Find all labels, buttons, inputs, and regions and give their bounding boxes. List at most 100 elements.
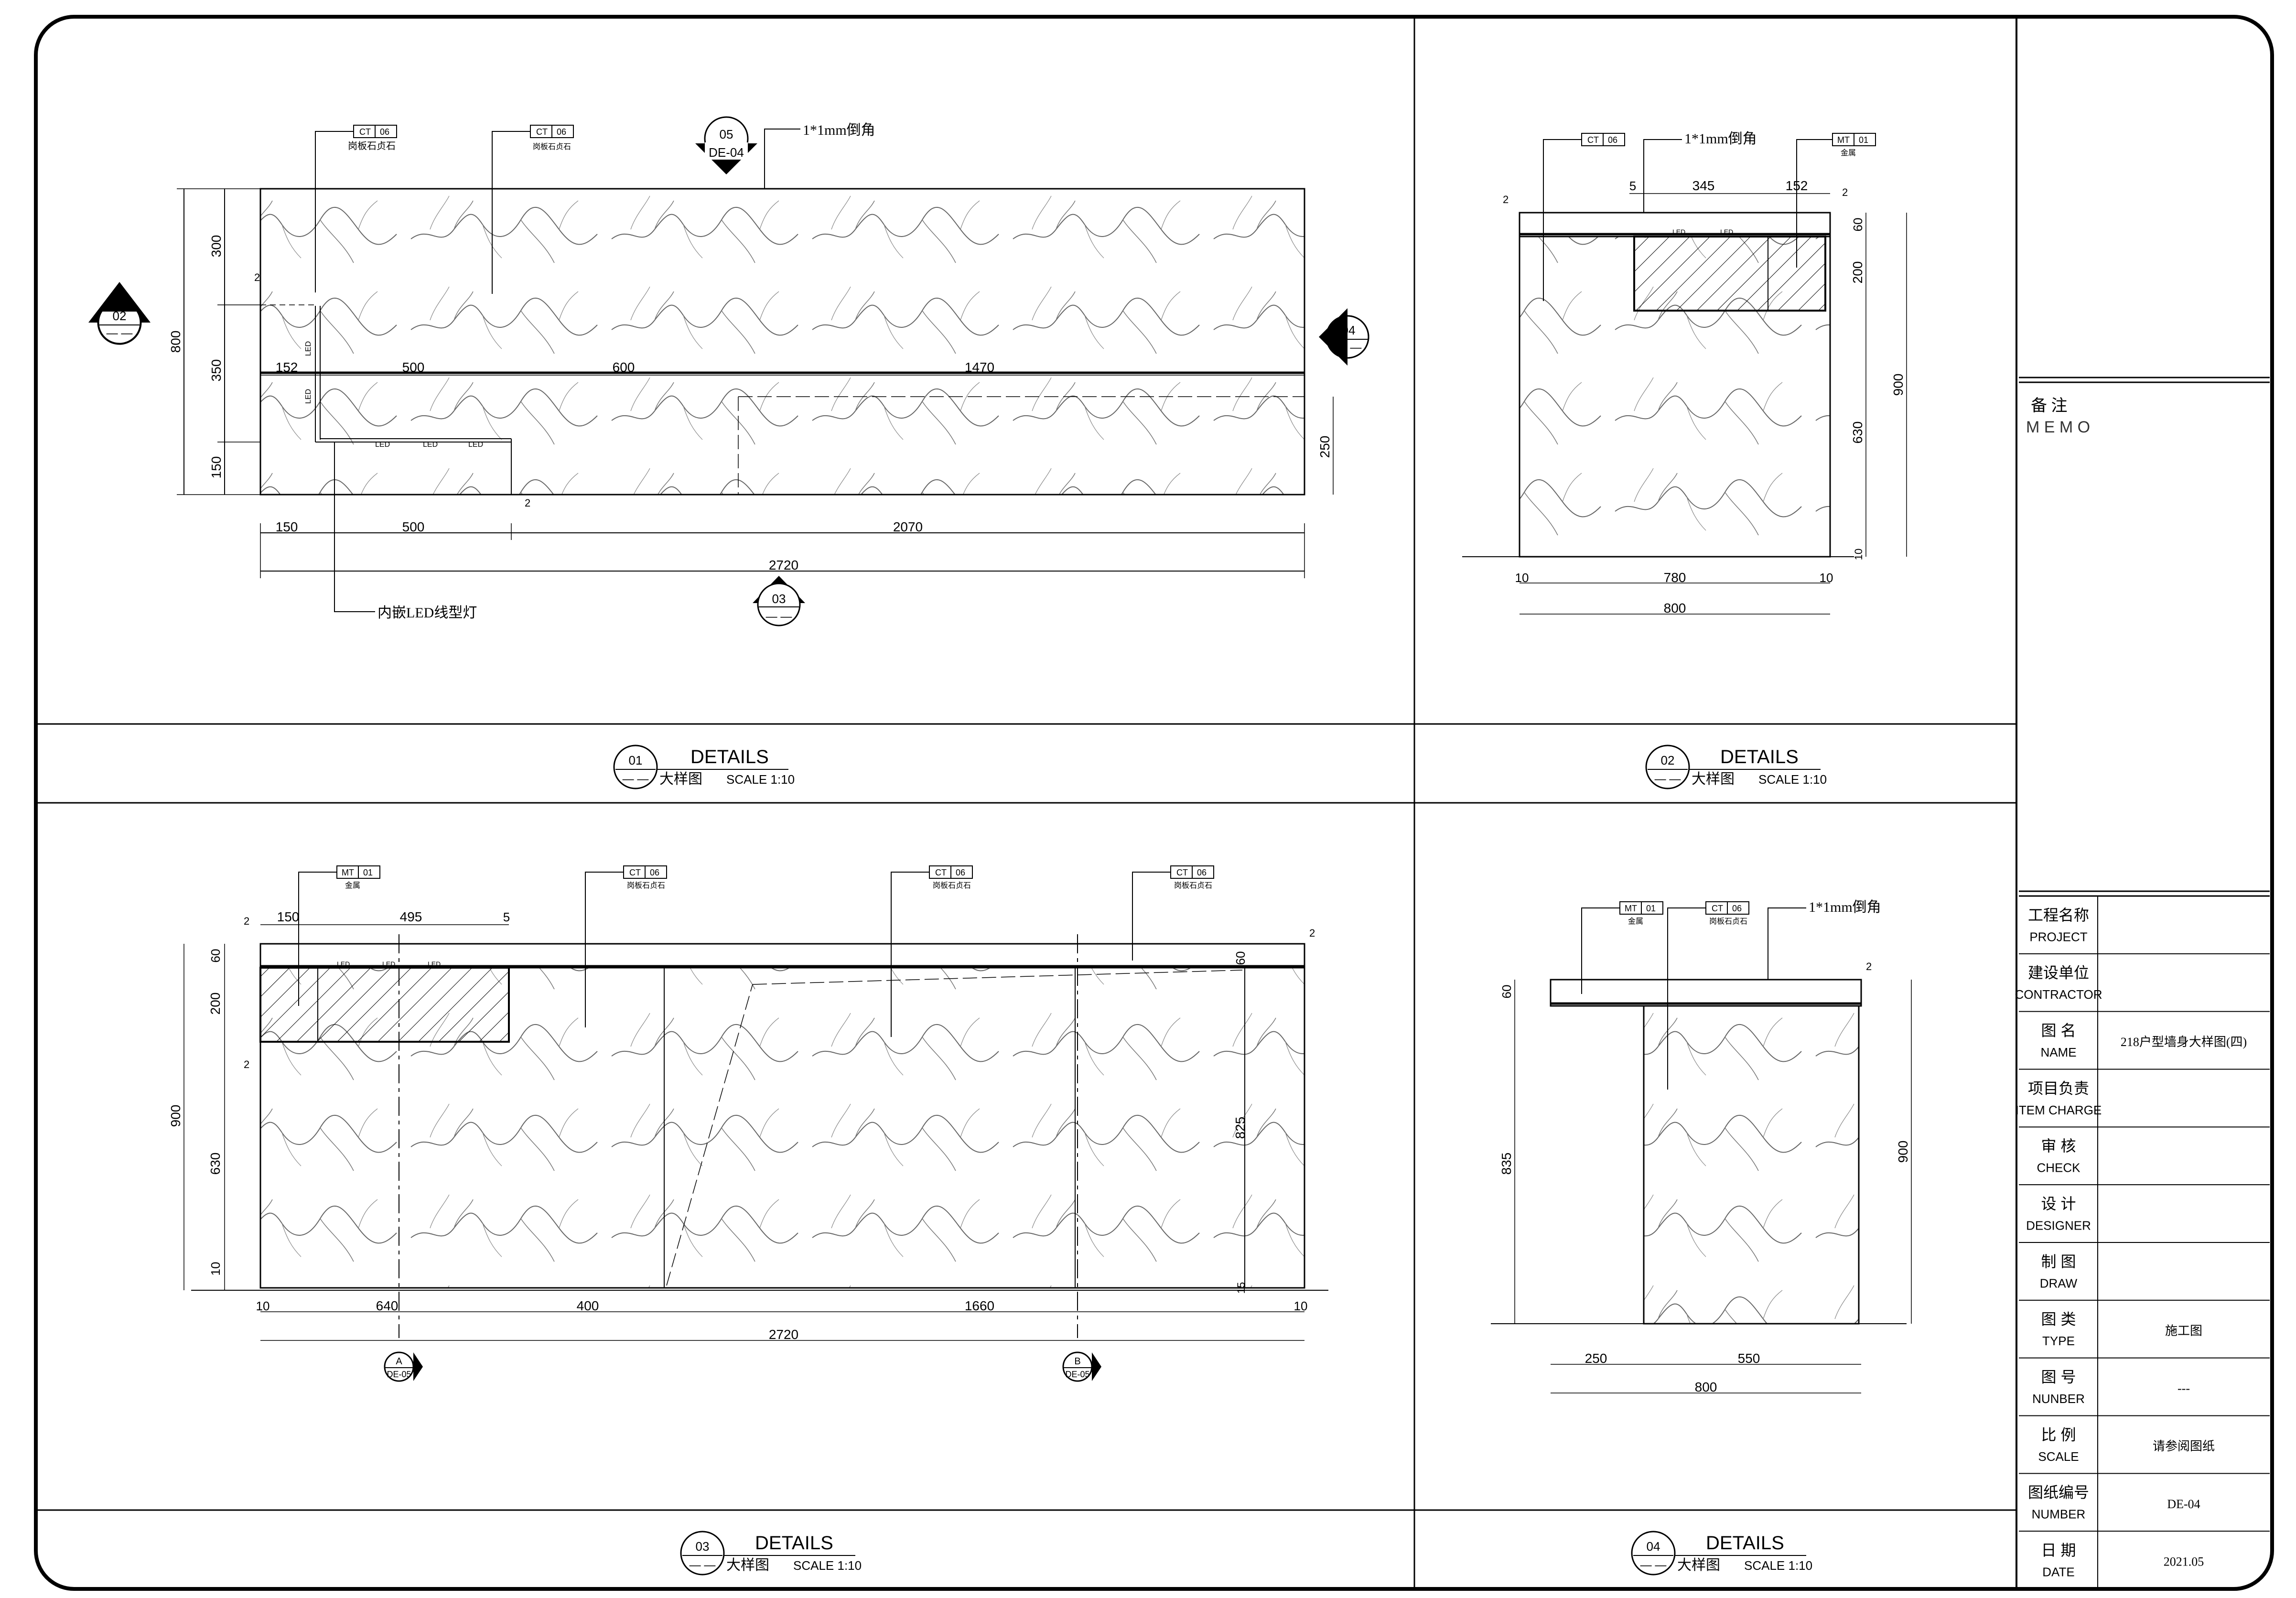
svg-text:2: 2 (244, 915, 249, 927)
svg-text:— —: — — (1336, 341, 1362, 354)
svg-text:DETAILS: DETAILS (1706, 1533, 1784, 1554)
section-marker-02: 02 — — (88, 282, 151, 345)
dim-label: 350 (209, 359, 224, 382)
title-block-label-en: CONTRACTOR (2015, 987, 2102, 1002)
led-label: LED (337, 960, 350, 968)
svg-text:— —: — — (690, 1559, 716, 1572)
svg-text:2: 2 (1866, 961, 1872, 972)
title-block-label: 工程名称 (2028, 907, 2089, 924)
led-label: LED (375, 441, 390, 449)
dim-label: 152 (276, 360, 298, 375)
dim-label: 5 (1629, 179, 1636, 193)
tag-desc: 岗板石贞石 (348, 140, 396, 151)
chamfer-note: 1*1mm倒角 (803, 122, 875, 138)
svg-text:DE-04: DE-04 (709, 145, 744, 160)
svg-text:04: 04 (1647, 1539, 1660, 1554)
led-label: LED (382, 960, 395, 968)
material-tag-ct06: CT 06 岗板石贞石 (1667, 901, 1749, 1090)
svg-text:2: 2 (525, 497, 530, 509)
wall-panel-01 (259, 188, 1305, 496)
dim-label: 300 (209, 235, 224, 258)
title-block-label-en: PROJECT (2029, 929, 2087, 944)
svg-text:2: 2 (1842, 186, 1848, 198)
section-marker-a: A DE-05 (384, 1351, 423, 1382)
svg-text:大样图: 大样图 (1677, 1557, 1720, 1573)
dim-label: 1660 (965, 1298, 994, 1313)
material-tag-mt01: MT 01 金属 (1581, 901, 1663, 994)
chamfer-note: 1*1mm倒角 (1809, 899, 1881, 915)
title-block-label: 图 类 (2041, 1311, 2076, 1328)
svg-text:SCALE 1:10: SCALE 1:10 (1758, 772, 1827, 787)
title-block-value: 施工图 (2165, 1324, 2202, 1338)
counter-top-02 (1519, 212, 1831, 238)
svg-text:03: 03 (696, 1539, 710, 1554)
title-block-label: 建设单位 (2028, 964, 2089, 982)
panel-01-elevation: LED LED LED LED LED CT 06 岗板石贞石 CT 06 岗板… (88, 116, 1369, 626)
dim-label: 10 (256, 1299, 270, 1313)
svg-text:— —: — — (107, 327, 133, 340)
dim-label: 345 (1692, 178, 1715, 193)
svg-text:CT: CT (359, 127, 371, 137)
dim-label: 495 (400, 909, 422, 924)
svg-text:CT: CT (1587, 135, 1599, 145)
svg-text:CT: CT (1176, 868, 1188, 877)
svg-text:岗板石贞石: 岗板石贞石 (1174, 881, 1212, 890)
svg-text:2: 2 (1503, 194, 1509, 205)
svg-text:03: 03 (772, 592, 786, 606)
dim-label: 150 (277, 909, 300, 924)
dim-label: 10 (1515, 571, 1529, 585)
panel-02-section: LED LED CT 06 MT 01 金属 1*1mm倒角 5 345 152… (1462, 131, 1907, 615)
title-block-label-en: NUMBER (2032, 1507, 2086, 1522)
title-block-label-en: SCALE (2038, 1449, 2079, 1464)
title-block-label-en: NUNBER (2032, 1392, 2085, 1406)
svg-text:MT: MT (1837, 135, 1850, 145)
svg-text:06: 06 (557, 127, 566, 137)
led-label: LED (304, 389, 313, 404)
svg-text:CT: CT (935, 868, 947, 877)
dim-label: 152 (1786, 178, 1808, 193)
dim-label: 500 (402, 519, 425, 534)
svg-text:岗板石贞石: 岗板石贞石 (933, 881, 971, 890)
dim-label: 200 (208, 993, 223, 1015)
svg-text:大样图: 大样图 (659, 771, 702, 787)
svg-text:— —: — — (623, 773, 649, 786)
svg-text:— —: — — (1655, 773, 1681, 786)
svg-text:DETAILS: DETAILS (690, 746, 769, 767)
dim-label: 640 (376, 1298, 399, 1313)
svg-text:金属: 金属 (1628, 917, 1643, 926)
section-marker-05: 05 DE-04 (695, 116, 757, 174)
section-marker-03: 03 — — (753, 576, 805, 626)
material-tag-mt01: MT 01 金属 (1796, 133, 1876, 268)
led-label: LED (468, 441, 483, 449)
dim-label: 600 (613, 360, 635, 375)
title-block-label-en: CHECK (2037, 1161, 2080, 1175)
svg-text:06: 06 (1608, 135, 1617, 145)
dim-label: 60 (1233, 951, 1248, 965)
panel-03-elevation: LED LED LED MT 01 金属 CT 06 岗板石贞石 CT 06 岗… (168, 865, 1328, 1382)
svg-text:SCALE 1:10: SCALE 1:10 (793, 1558, 862, 1573)
dim-label: 10 (208, 1262, 223, 1276)
svg-text:DE-05: DE-05 (1065, 1370, 1089, 1379)
hatch-block-03 (259, 967, 510, 1043)
dim-label: 60 (1499, 985, 1514, 999)
title-block-row: 工程名称 PROJECT (2028, 907, 2089, 944)
svg-text:06: 06 (1732, 904, 1742, 913)
title-block-label: 日 期 (2041, 1542, 2076, 1559)
material-tag-ct06: CT 06 岗板石贞石 (1132, 865, 1214, 961)
chamfer-note: 1*1mm倒角 (1684, 131, 1757, 147)
title-block-label-en: DATE (2042, 1565, 2074, 1579)
dim-label: 15 (1235, 1282, 1247, 1294)
dim-label: 5 (503, 910, 510, 924)
title-block-value: 218户型墙身大样图(四) (2121, 1035, 2247, 1049)
dim-label: 800 (1664, 601, 1686, 615)
svg-text:DE-05: DE-05 (387, 1370, 411, 1379)
